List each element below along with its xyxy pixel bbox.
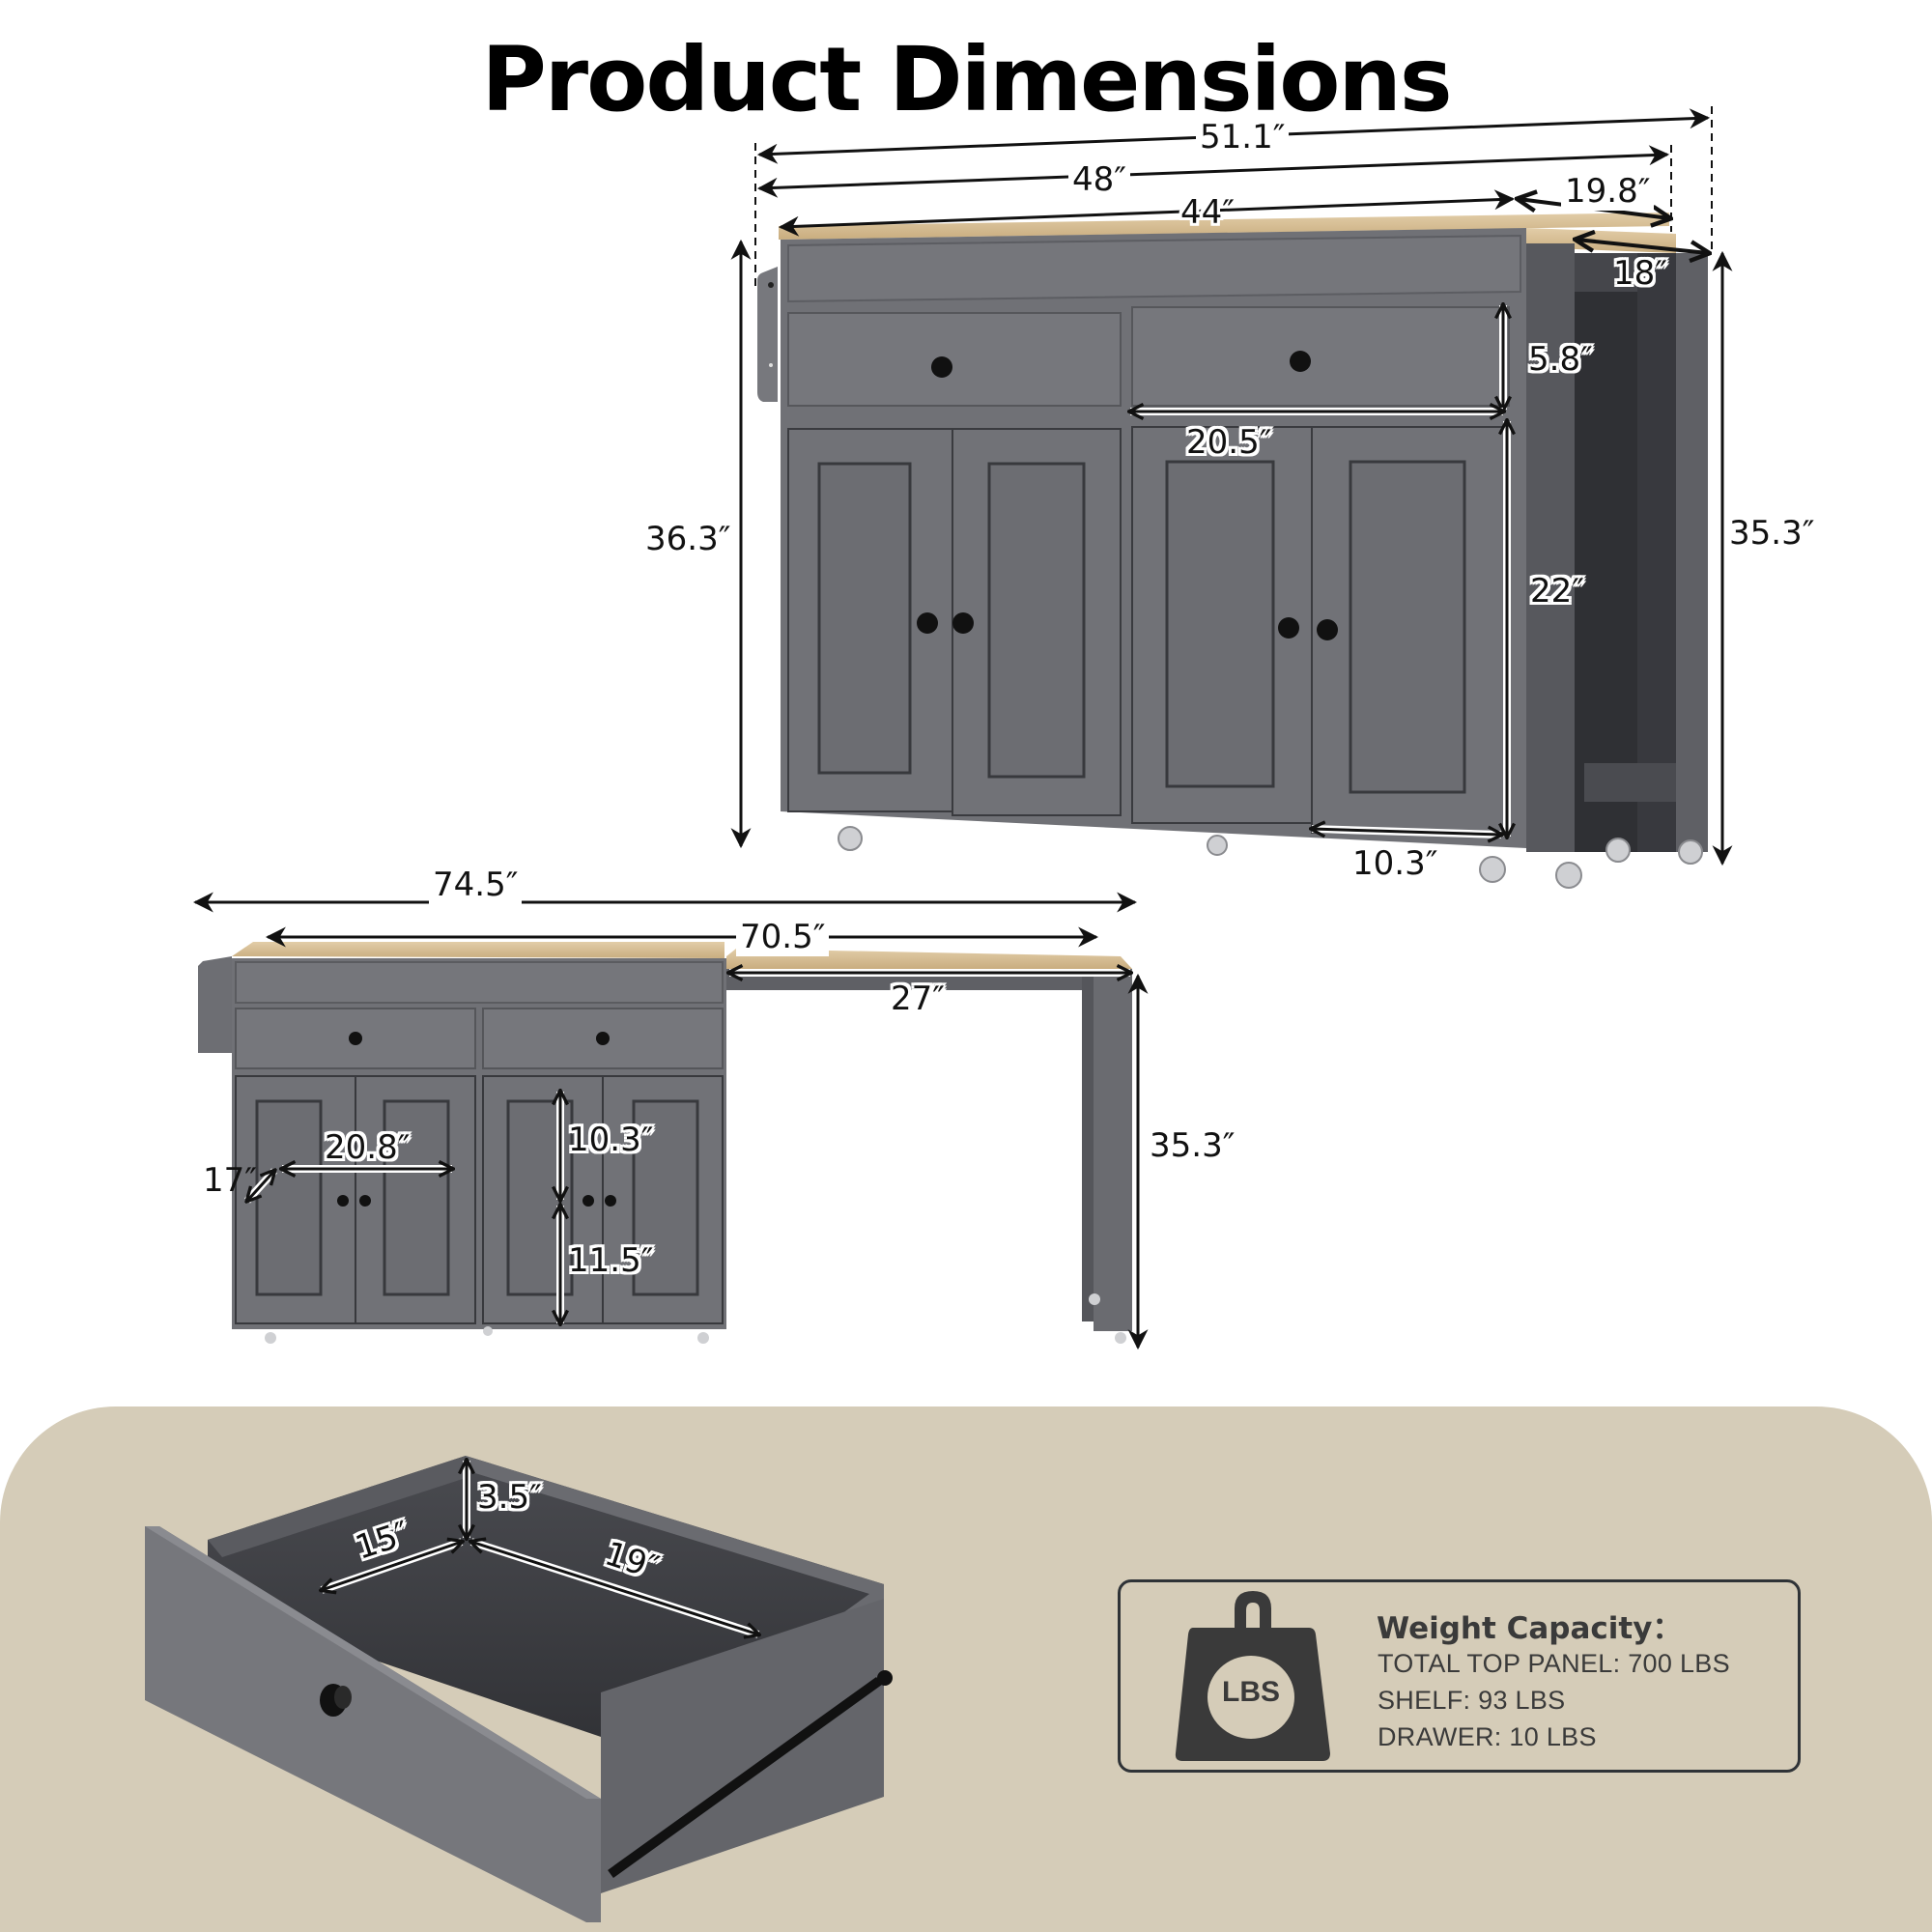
extended-view-cabinet [198, 942, 1132, 1344]
dim-extended-overall-length: 74.5″ [429, 866, 523, 904]
drawer-dimension-lines [322, 1461, 758, 1634]
dim-overall-width: 51.1″ [1196, 118, 1290, 156]
dim-lower-shelf-height: 11.5″ [568, 1241, 654, 1280]
weight-line-drawer: DRAWER: 10 LBS [1378, 1722, 1597, 1751]
weight-icon-label: LBS [1222, 1676, 1280, 1708]
dim-top-width: 48″ [1068, 160, 1130, 199]
dim-shelf-width: 20.8″ [325, 1128, 411, 1167]
dim-leaf-height: 35.3″ [1729, 514, 1815, 553]
dim-cabinet-height: 22″ [1530, 572, 1584, 611]
dim-leaf-width: 19.8″ [1561, 172, 1655, 211]
dim-extended-leg-height: 35.3″ [1150, 1126, 1236, 1165]
dim-extension-length: 27″ [891, 980, 945, 1018]
weight-capacity-title: Weight Capacity： [1377, 1611, 1683, 1646]
standard-view-dimension-lines [730, 106, 1733, 867]
standard-view-cabinet [757, 213, 1708, 889]
dim-leaf-depth: 18″ [1613, 254, 1667, 293]
weight-line-shelf: SHELF: 93 LBS [1378, 1686, 1566, 1715]
weight-lbs-icon [1175, 1591, 1330, 1761]
dim-extended-top-length: 70.5″ [736, 918, 830, 956]
extended-view-dimension-lines [192, 892, 1149, 1350]
dim-shelf-depth: 17″ [203, 1161, 257, 1200]
dim-door-width: 10.3″ [1352, 844, 1438, 883]
dim-cabinet-width: 44″ [1180, 193, 1235, 232]
dim-upper-shelf-height: 10.3″ [568, 1121, 654, 1159]
dim-drawer-height: 5.8″ [1528, 340, 1593, 379]
drawer-illustration [145, 1456, 893, 1922]
weight-capacity-box [1118, 1579, 1801, 1773]
dim-drawer-width: 20.5″ [1186, 423, 1272, 462]
dim-total-height: 36.3″ [645, 520, 731, 558]
weight-line-top-panel: TOTAL TOP PANEL: 700 LBS [1378, 1649, 1730, 1678]
dim-drawer-depth: 3.5″ [477, 1478, 542, 1517]
